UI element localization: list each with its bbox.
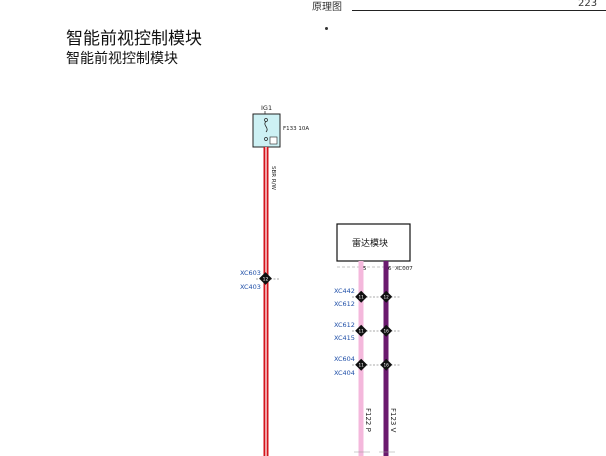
pink-wire-label: F122 P (364, 408, 372, 432)
page-number: 223 (578, 0, 598, 9)
svg-text:12: 12 (384, 295, 390, 300)
fuse-label: F133 10A (283, 126, 309, 132)
power-source-label: IG1 (261, 104, 272, 112)
pair1-right-pin: 12 (380, 290, 393, 303)
svg-text:11: 11 (359, 363, 365, 368)
module-connector-label: XC007 (395, 266, 413, 272)
pair3-connector-bottom: XC404 (334, 369, 355, 377)
section-label: 原理图 (312, 2, 342, 13)
pair1-connector-bottom: XC612 (334, 300, 355, 308)
pair1-connector-top: XC442 (334, 287, 355, 295)
left-connector-bottom: XC403 (240, 283, 261, 291)
radar-module-label: 雷达模块 (352, 237, 388, 249)
red-wire-label: SBR R/W (270, 166, 276, 191)
fuse-icon (264, 118, 278, 145)
radar-module-box (336, 223, 411, 262)
pair2-connector-top: XC612 (334, 321, 355, 329)
purple-wire-label: F123 V (389, 408, 397, 433)
svg-text:11: 11 (359, 295, 365, 300)
pair2-connector-bottom: XC415 (334, 334, 355, 342)
pair2-left-pin: 11 (355, 324, 368, 337)
svg-text:11: 11 (359, 329, 365, 334)
left-connector-top: XC603 (240, 269, 261, 277)
header-rule (352, 10, 606, 11)
page-subtitle: 智能前视控制模块 (66, 51, 178, 67)
pair3-right-pin: 16 (380, 358, 393, 371)
module-pin-right: 6 (388, 266, 392, 272)
pair2-right-pin: 16 (380, 324, 393, 337)
page-title: 智能前视控制模块 (66, 29, 202, 49)
svg-text:16: 16 (384, 363, 390, 368)
pair3-connector-top: XC604 (334, 355, 355, 363)
svg-text:16: 16 (384, 329, 390, 334)
svg-text:12: 12 (263, 277, 269, 283)
pair1-left-pin: 11 (355, 290, 368, 303)
stray-dot (325, 27, 328, 30)
module-pin-left: 5 (363, 266, 367, 272)
pair3-left-pin: 11 (355, 358, 368, 371)
left-splice-connector: 12 (259, 272, 272, 285)
